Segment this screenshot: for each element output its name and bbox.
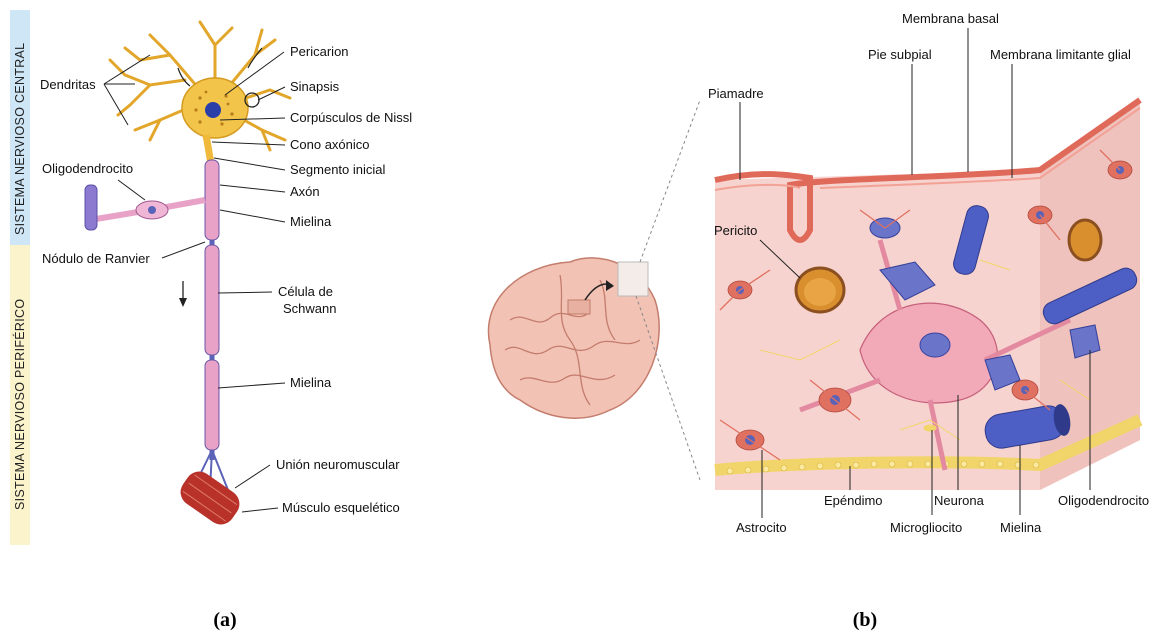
label-mielina-b: Mielina [1000,520,1042,535]
label-mielina-a1: Mielina [290,214,332,229]
label-oligodendrocito-a: Oligodendrocito [42,161,133,176]
peripheral-side-label: SISTEMA NERVIOSO PERIFÉRICO [12,299,27,510]
label-cono: Cono axónico [290,137,370,152]
label-schwann-line1: Célula de [278,284,333,299]
label-pericito: Pericito [714,223,757,238]
label-axon: Axón [290,184,320,199]
central-side-label: SISTEMA NERVIOSO CENTRAL [13,43,27,235]
label-oligodendrocito-b: Oligodendrocito [1058,493,1149,508]
label-segmento: Segmento inicial [290,162,385,177]
caption-a: (a) [213,609,236,631]
label-membrana-limitante: Membrana limitante glial [990,47,1131,62]
label-dendritas: Dendritas [40,77,96,92]
label-ranvier: Nódulo de Ranvier [42,251,150,266]
neuron-nucleus [205,102,221,118]
caption-b: (b) [853,609,877,631]
label-pie-subpial: Pie subpial [868,47,932,62]
oligodendrocyte-cell [85,185,205,230]
panel-a: SISTEMA NERVIOSO CENTRAL SISTEMA NERVIOS… [10,10,412,631]
label-microgliocito: Microgliocito [890,520,962,535]
label-membrana-basal: Membrana basal [902,11,999,26]
label-musculo: Músculo esquelético [282,500,400,515]
label-astrocito: Astrocito [736,520,787,535]
brain [488,258,659,418]
label-union: Unión neuromuscular [276,457,400,472]
zoom-line-upper [640,100,700,262]
label-nissl: Corpúsculos de Nissl [290,110,412,125]
label-piamadre: Piamadre [708,86,764,101]
label-neurona: Neurona [934,493,985,508]
label-sinapsis: Sinapsis [290,79,340,94]
tissue-block [715,100,1140,490]
label-mielina-a2: Mielina [290,375,332,390]
skeletal-muscle [175,450,245,530]
panel-b: Membrana basal Pie subpial Membrana limi… [488,11,1149,631]
label-pericarion: Pericarion [290,44,349,59]
direction-arrowhead [179,298,187,307]
myelin-segments [205,160,219,450]
label-schwann-line2: Schwann [283,301,336,316]
label-ependimo: Epéndimo [824,493,883,508]
